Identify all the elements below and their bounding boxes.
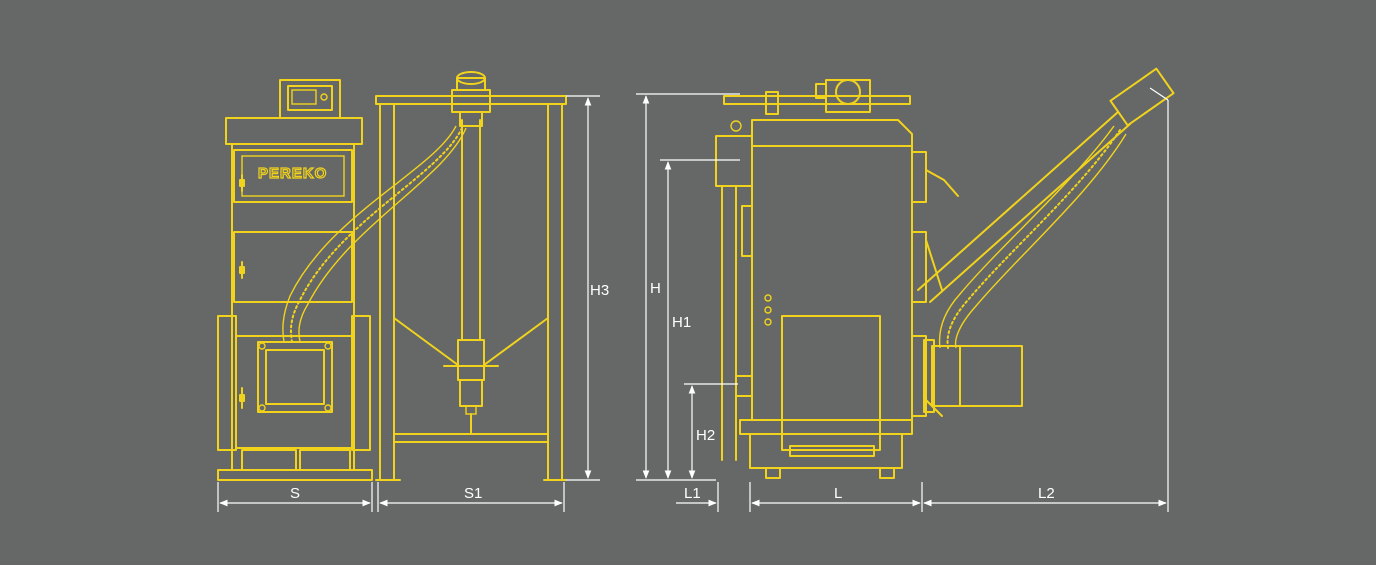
dim-label-h3: H3 <box>590 282 609 299</box>
dim-label-l: L <box>834 485 842 502</box>
dim-label-s: S <box>290 485 300 502</box>
dim-label-l1: L1 <box>684 485 701 502</box>
dimension-lines <box>217 87 1169 512</box>
dim-label-s1: S1 <box>464 485 482 502</box>
hopper-front-view <box>282 71 567 481</box>
dim-label-l2: L2 <box>1038 485 1055 502</box>
dim-label-h1: H1 <box>672 314 691 331</box>
dim-label-h: H <box>650 280 661 297</box>
auger-side-view <box>917 67 1175 349</box>
dim-label-h2: H2 <box>696 427 715 444</box>
boiler-side-view <box>715 79 1023 479</box>
boiler-front-view: PEREKO <box>217 79 373 481</box>
brand-label: PEREKO <box>258 165 327 182</box>
